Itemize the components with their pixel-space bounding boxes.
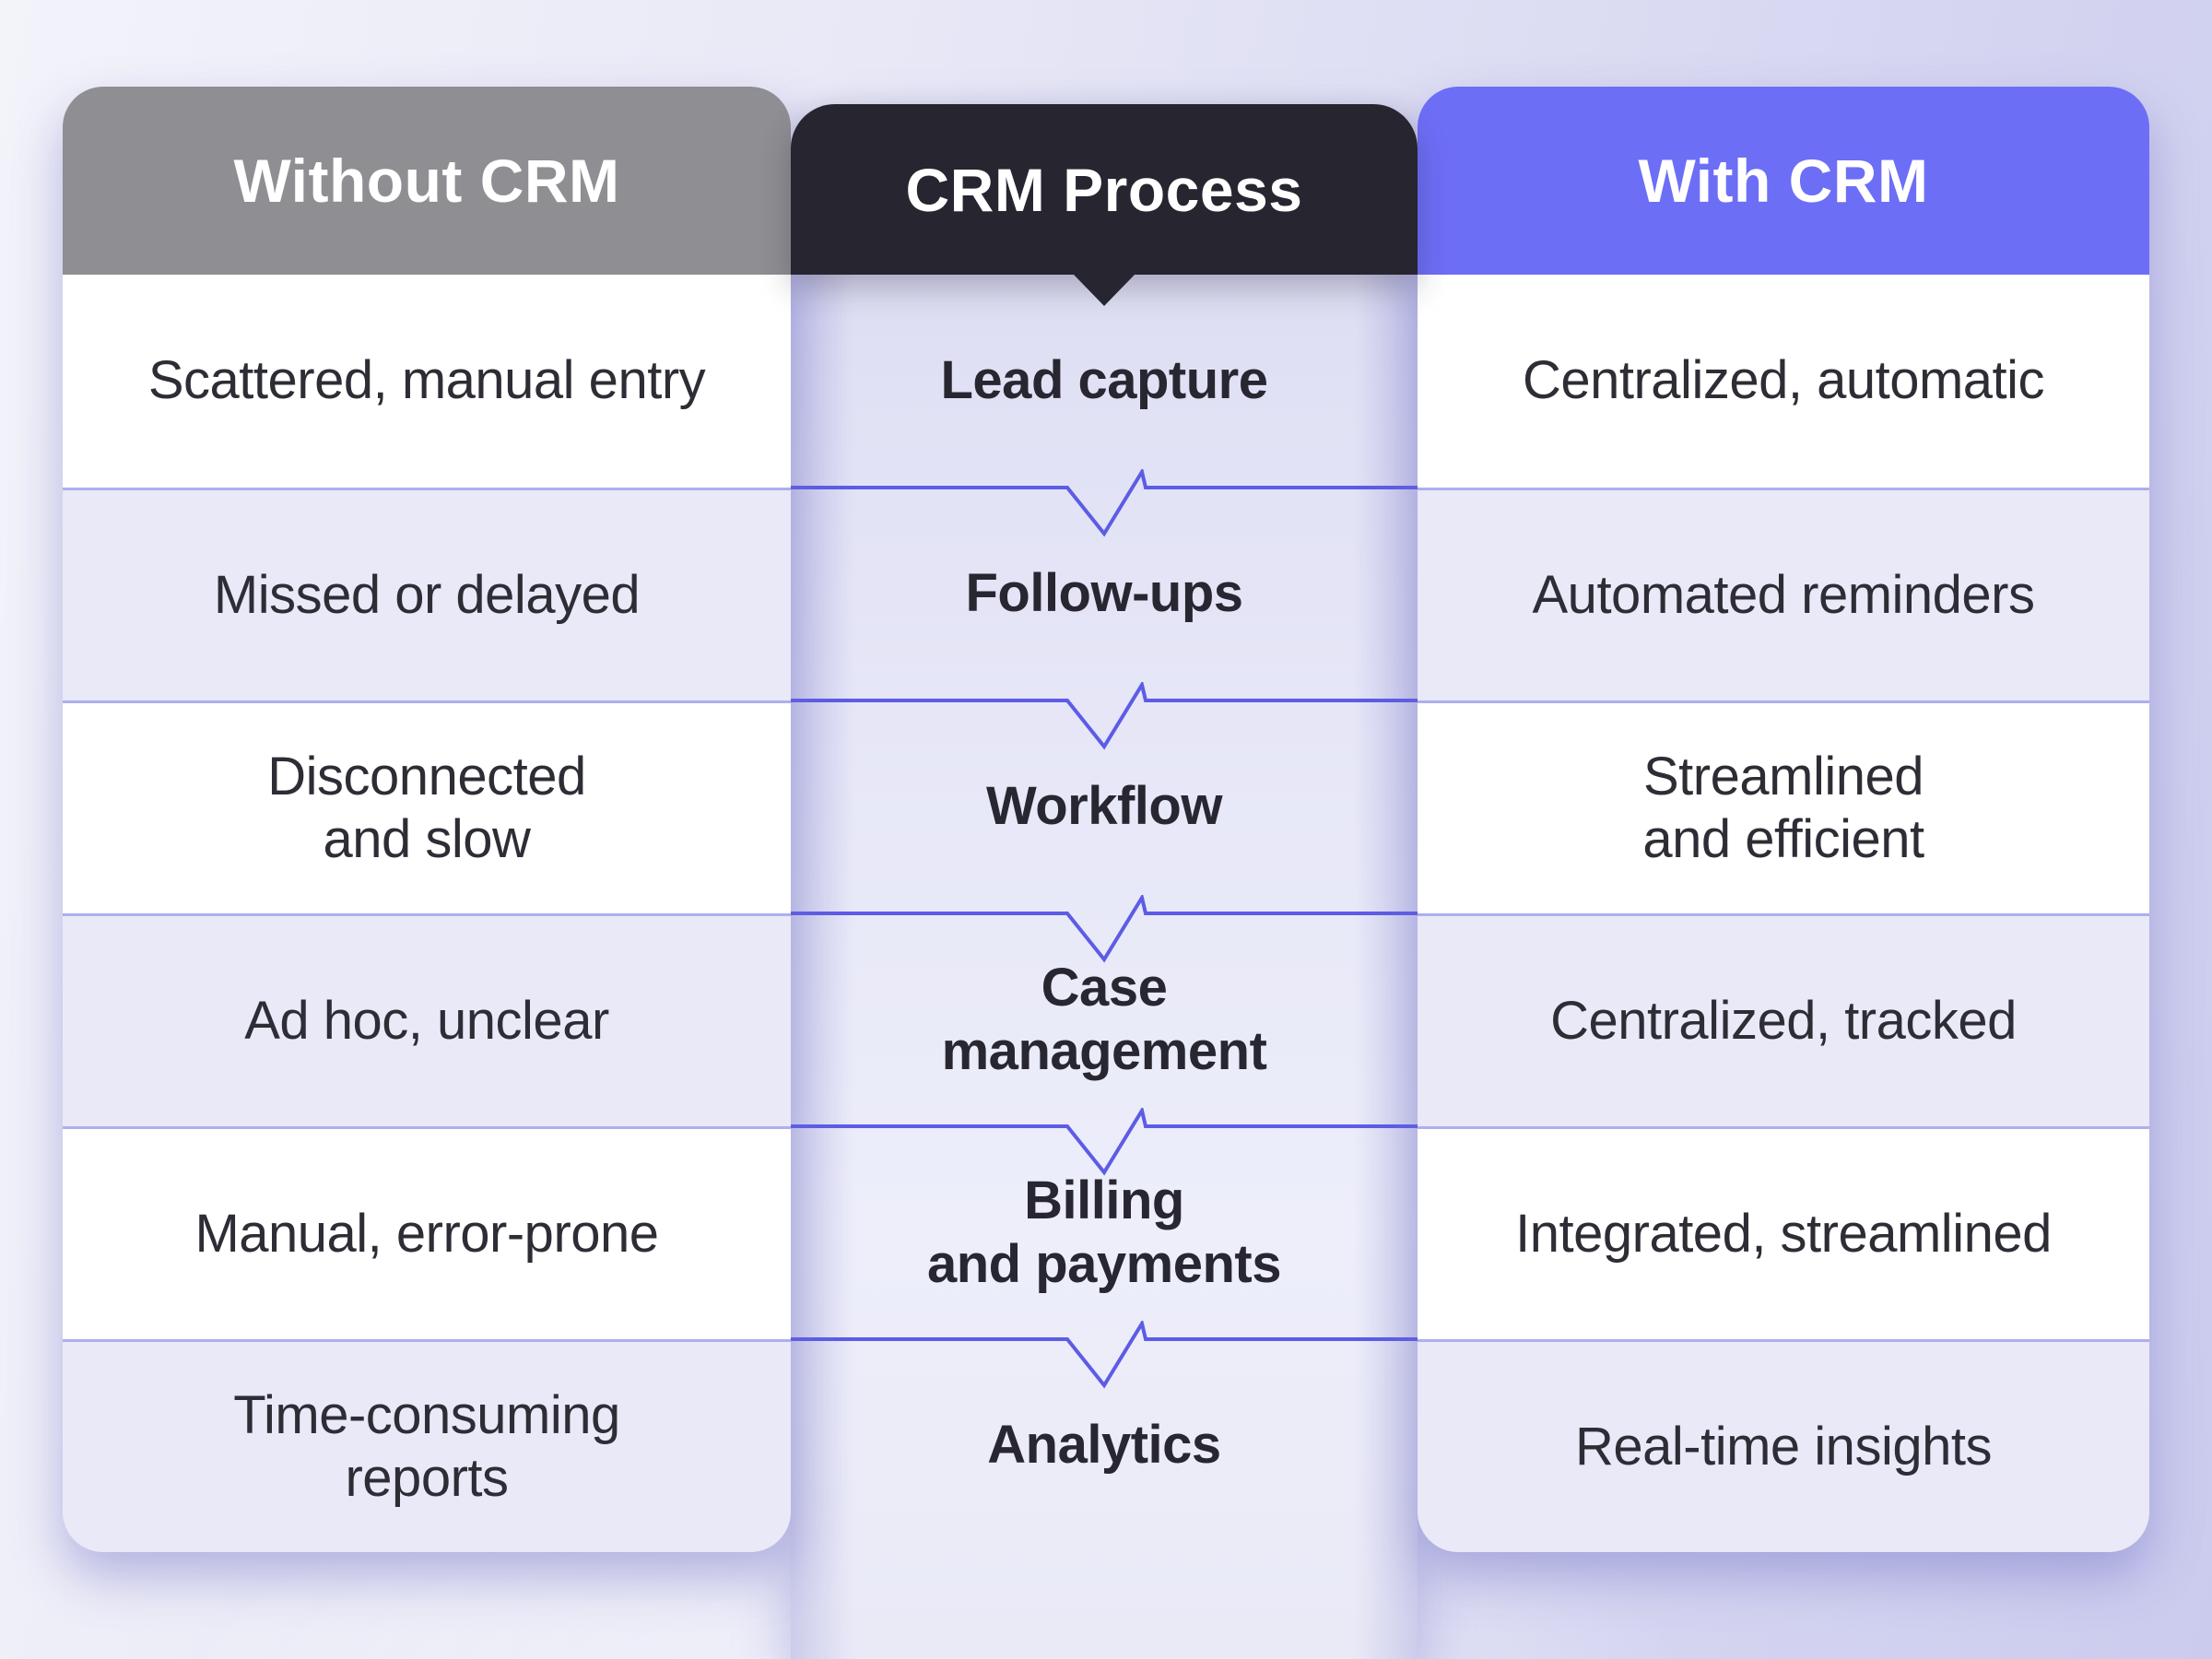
without-crm-cell-workflow: Disconnected and slow (63, 700, 791, 913)
with-crm-cell-follow-ups: Automated reminders (1418, 488, 2149, 700)
process-step-case-management: Case management (941, 958, 1267, 1081)
process-step-workflow: Workflow (986, 776, 1222, 837)
header-pointer-icon (1074, 275, 1135, 306)
with-crm-cell-lead-capture: Centralized, automatic (1418, 275, 2149, 488)
process-step-analytics: Analytics (987, 1415, 1221, 1476)
with-crm-cell-billing: Integrated, streamlined (1418, 1126, 2149, 1339)
without-crm-cell-case-management: Ad hoc, unclear (63, 913, 791, 1126)
with-crm-column: With CRM Centralized, automatic Automate… (1418, 87, 2149, 1552)
without-crm-header-label: Without CRM (233, 147, 620, 215)
crm-process-header: CRM Process (791, 104, 1418, 275)
process-step-billing: Billing and payments (927, 1171, 1282, 1294)
without-crm-cell-billing: Manual, error-prone (63, 1126, 791, 1339)
with-crm-cell-case-management: Centralized, tracked (1418, 913, 2149, 1126)
process-step-lead-capture: Lead capture (940, 350, 1269, 411)
with-crm-header-label: With CRM (1638, 147, 1929, 215)
without-crm-cell-follow-ups: Missed or delayed (63, 488, 791, 700)
with-crm-header: With CRM (1418, 87, 2149, 275)
with-crm-cell-analytics: Real-time insights (1418, 1339, 2149, 1552)
crm-process-header-label: CRM Process (905, 155, 1303, 224)
process-step-follow-ups: Follow-ups (965, 563, 1243, 624)
without-crm-cell-analytics: Time-consuming reports (63, 1339, 791, 1552)
with-crm-cell-workflow: Streamlined and efficient (1418, 700, 2149, 913)
crm-process-steps: Lead capture Follow-ups Workflow Case ma… (791, 275, 1418, 1552)
without-crm-header: Without CRM (63, 87, 791, 275)
crm-process-column: CRM Process Lead capture Follow-ups Work… (791, 104, 1418, 1659)
without-crm-cell-lead-capture: Scattered, manual entry (63, 275, 791, 488)
without-crm-column: Without CRM Scattered, manual entry Miss… (63, 87, 791, 1552)
